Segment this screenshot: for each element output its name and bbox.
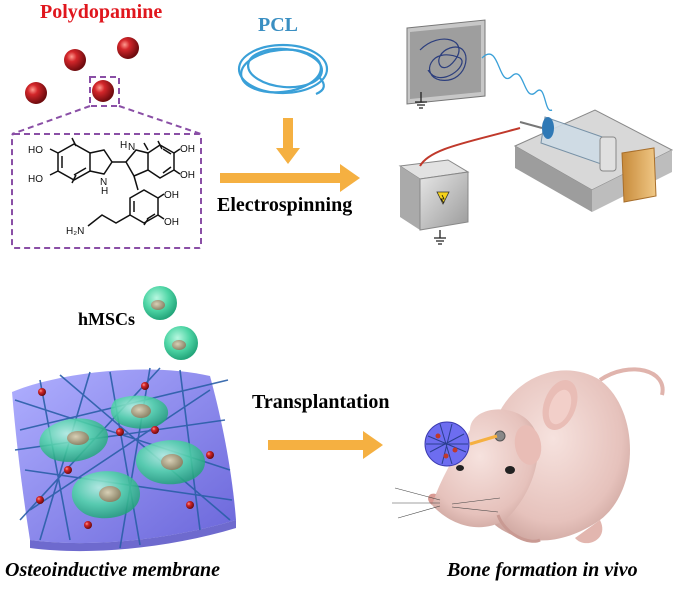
h-label-left: H (101, 186, 108, 197)
mouse-icon (392, 367, 665, 544)
oh-label-lower-right: OH (164, 190, 179, 201)
hmscs-label: hMSCs (78, 309, 136, 329)
pcl-label: PCL (258, 14, 298, 36)
arrow-electrospin-shaft (220, 173, 340, 183)
voltage-wire (419, 127, 521, 167)
polydopamine-label: Polydopamine (40, 1, 163, 23)
structure-atom-labels: HO HO N H N H OH OH OH OH H₂N (28, 140, 195, 237)
oh-label-top-right: OH (180, 144, 195, 155)
n-label-left: N (100, 177, 107, 188)
amine-label: H₂N (66, 226, 84, 237)
ho-label-bottom-left: HO (28, 174, 43, 185)
collector-plate (406, 19, 553, 111)
implant-scaffold (424, 421, 470, 467)
polydopamine-structure (49, 137, 181, 227)
arrow-down-head (276, 148, 300, 164)
seeded-cells (39, 395, 205, 519)
high-voltage-icon (436, 191, 450, 205)
membrane-particles (36, 382, 214, 529)
transplantation-label: Transplantation (252, 391, 390, 413)
osteoinductive-membrane-label: Osteoinductive membrane (5, 559, 220, 581)
arrow-transplant-head (363, 431, 383, 459)
ground-icon (415, 92, 427, 109)
arrow-down-shaft (283, 118, 293, 148)
arrows (220, 118, 383, 459)
pcl-fiber-coil (237, 43, 329, 96)
bone-formation-label: Bone formation in vivo (447, 559, 638, 581)
oh-label-mid-right: OH (180, 170, 195, 181)
h-label-right: H (120, 140, 127, 151)
ho-label-top-left: HO (28, 145, 43, 156)
arrow-transplant-shaft (268, 440, 363, 450)
syringe-pump-icon (513, 109, 674, 212)
arrow-electrospin-head (340, 164, 360, 192)
ground-icon-hv (434, 230, 446, 245)
zoom-dashed-frame (11, 76, 202, 249)
electrospinning-label: Electrospinning (217, 194, 353, 216)
hmsc-cells (143, 286, 198, 360)
high-voltage-box (398, 159, 470, 231)
polydopamine-particles (25, 37, 139, 104)
n-label-right: N (128, 142, 135, 153)
osteoinductive-membrane (12, 367, 236, 552)
oh-label-bottom-right: OH (164, 217, 179, 228)
